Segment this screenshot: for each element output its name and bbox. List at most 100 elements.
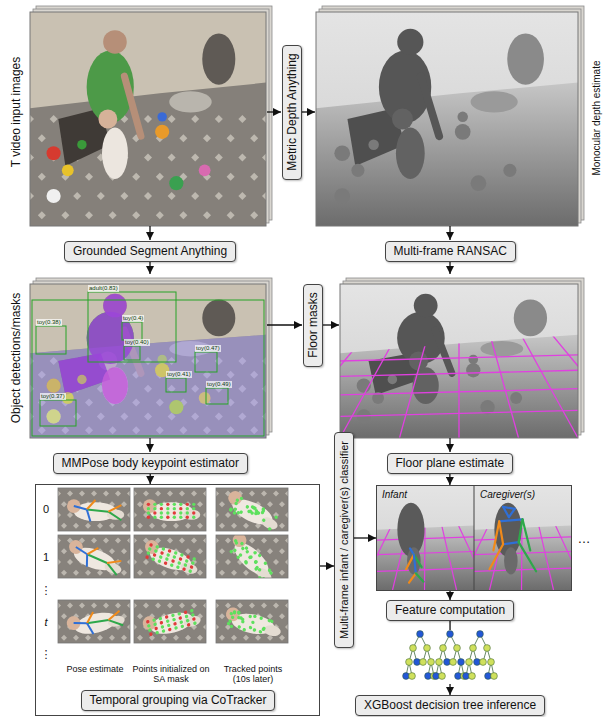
box-label: XGBoost decision tree inference [364,698,536,712]
illustration-polygon [250,134,258,142]
illustration-circle [166,553,170,557]
illustration-polygon [238,192,246,200]
illustration-polygon [191,154,199,162]
illustration-polygon [103,602,109,608]
illustration-polygon [137,548,143,554]
illustration-polygon [30,335,266,438]
illustration-line [86,554,107,563]
illustration-polygon [168,192,176,200]
illustration-rect [134,535,206,578]
illustration-polygon [134,490,137,496]
illustration-circle [103,30,127,54]
illustration-circle [251,505,256,510]
illustration-polygon [103,537,109,543]
vertical-process-box: Multi-frame infant / caregiver(s) classi… [334,432,354,648]
illustration-circle [186,516,189,519]
illustration-circle [153,622,157,626]
illustration-circle [262,518,267,523]
illustration-polygon [179,537,185,543]
illustration-circle [177,561,181,565]
illustration-polygon [137,613,143,619]
illustration-circle [253,614,257,618]
illustration-g [58,535,130,578]
illustration-rect [32,300,264,436]
illustration-line [426,486,457,590]
illustration-polygon [97,635,103,641]
illustration-line [424,486,426,590]
detection-label: toy(0.49) [206,381,232,388]
illustration-circle [169,400,183,414]
illustration-circle [199,392,211,404]
illustration-circle [160,551,164,555]
illustration-circle [263,561,268,566]
illustration-polygon [197,501,203,507]
illustration-line [393,486,426,590]
illustration-polygon [279,501,285,507]
illustration-circle [455,124,471,140]
illustration-line [74,620,87,626]
illustration-circle [510,392,522,404]
illustration-circle [226,489,244,507]
illustration-polygon [197,523,203,529]
illustration-polygon [58,512,61,518]
illustration-g [377,486,474,590]
illustration-polygon [216,602,219,608]
illustration-polygon [127,512,130,518]
process-box: Grounded Segment Anything [64,241,236,262]
illustration-circle [77,140,86,149]
illustration-line [459,284,519,438]
illustration-polygon [155,490,161,496]
illustration-polygon [203,602,206,608]
illustration-circle [173,507,176,510]
illustration-circle [155,545,159,549]
illustration-circle [147,624,151,628]
illustration-polygon [219,613,225,619]
illustration-circle [439,673,446,680]
pipeline-arrow [323,324,339,325]
illustration-circle [172,555,176,559]
illustration-circle [228,508,233,513]
illustration-polygon [38,211,46,219]
illustration-polygon [215,115,223,123]
illustration-circle [157,112,166,121]
illustration-polygon [267,501,273,507]
illustration-circle [174,551,178,555]
illustration-ellipse [504,547,518,574]
illustration-circle [152,618,156,622]
illustration-circle [154,549,158,553]
illustration-polygon [191,115,199,123]
illustration-polygon [38,173,46,181]
illustration-rect [58,535,130,578]
illustration-polygon [127,537,130,543]
illustration-circle [259,616,263,620]
illustration-line [459,284,578,438]
illustration-polygon [185,548,191,554]
illustration-circle [47,379,61,393]
illustration-circle [157,355,166,364]
pipeline-arrow [149,438,150,452]
illustration-polygon [67,490,73,496]
illustration-circle [477,631,484,638]
illustration-polygon [250,173,258,181]
illustration-line [490,544,504,569]
illustration-line [458,284,459,438]
illustration-polygon [109,548,115,554]
illustration-polygon [173,570,179,576]
illustration-circle [252,628,256,632]
illustration-circle [233,507,238,512]
illustration-polygon [227,173,235,181]
illustration-line [74,506,87,509]
illustration-rect [206,388,228,404]
illustration-ellipse [102,128,128,179]
illustration-polygon [243,523,249,529]
illustration-polygon [61,211,69,219]
illustration-circle [241,617,245,621]
illustration-rect [134,600,206,643]
illustration-circle [231,615,235,619]
panel-caption: Points initialized on SA mask [132,664,210,684]
illustration-polygon [161,523,167,529]
illustration-circle [233,610,237,614]
illustration-polygon [134,602,137,608]
illustration-polygon [216,537,219,543]
illustration-circle [503,164,516,177]
